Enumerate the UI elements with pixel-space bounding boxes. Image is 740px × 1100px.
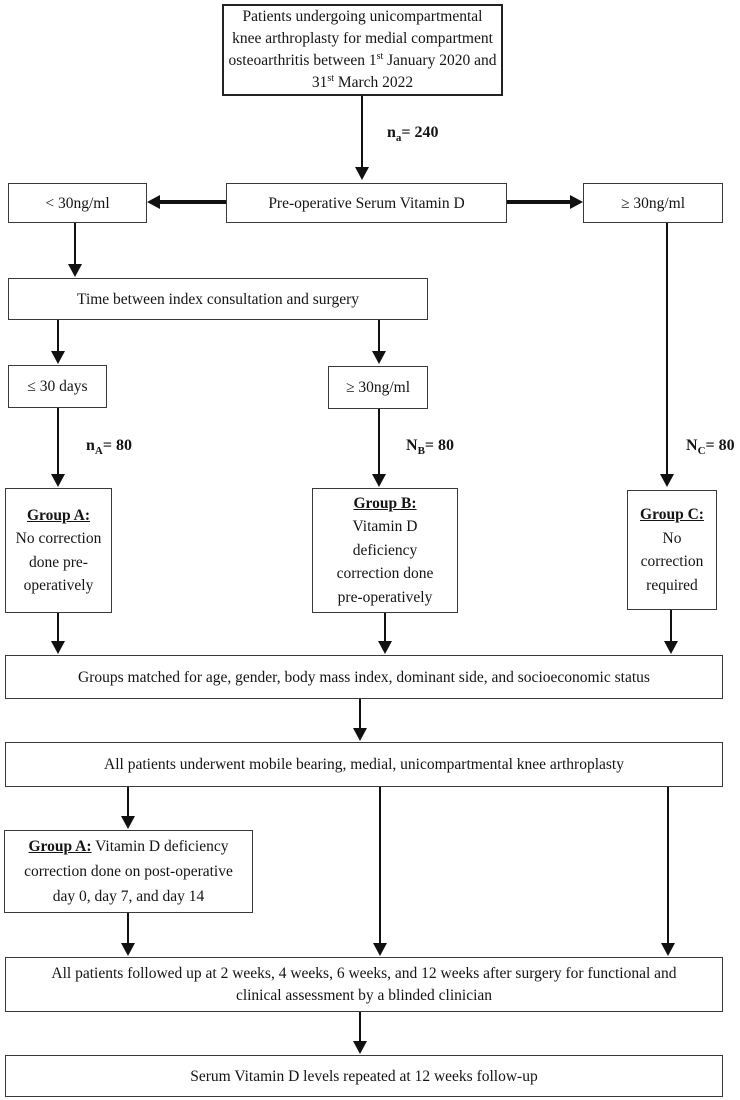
node-time-gap-label: Time between index consultation and surg… [77, 290, 359, 308]
eligibility-superscript: st [327, 72, 334, 84]
node-surgery: All patients underwent mobile bearing, m… [5, 742, 723, 787]
node-le-30-days-label: ≤ 30 days [27, 378, 88, 395]
node-surgery-label: All patients underwent mobile bearing, m… [104, 756, 624, 773]
node-postop-correction-text: Group A: Vitamin D deficiency correction… [13, 834, 244, 909]
arrow-followup-to-final-line [358, 1012, 362, 1043]
group-a-title: Group A: [26, 506, 91, 524]
arrow-ge30mid-to-group-b-line [377, 409, 381, 476]
node-final-test: Serum Vitamin D levels repeated at 12 we… [5, 1055, 723, 1097]
eligibility-text-part: Patients undergoing unicompartmental kne… [228, 8, 493, 69]
count-total-base: n [387, 124, 396, 141]
group-c-title: Group C: [640, 506, 704, 523]
arrow-timegap-to-ge30mid-head [372, 351, 386, 364]
arrow-highvitd-to-group-c-line [665, 223, 669, 476]
node-le-30-days: ≤ 30 days [8, 365, 107, 408]
count-group-a-value: = 80 [102, 437, 132, 454]
arrow-matched-to-surgery-line [358, 699, 362, 730]
node-matched-label: Groups matched for age, gender, body mas… [78, 668, 650, 686]
arrow-surgery-to-followup-mid-line [378, 787, 382, 945]
count-group-c: NC= 80 [686, 437, 735, 458]
arrow-postop-to-followup-head [121, 943, 135, 956]
arrow-eligibility-to-preop-head [355, 167, 369, 180]
eligibility-text-part: January 2020 and 31 [311, 52, 497, 91]
count-group-b: NB= 80 [406, 437, 455, 458]
count-group-b-sub: B [417, 445, 425, 458]
node-eligibility: Patients undergoing unicompartmental kne… [222, 4, 503, 96]
group-a-body: No correction done pre-operatively [15, 530, 102, 594]
arrow-group-c-to-matched-line [669, 610, 673, 643]
arrow-postop-to-followup-line [126, 913, 130, 945]
count-group-c-base: N [686, 437, 698, 454]
arrow-preop-to-highvitd-line [507, 200, 572, 204]
eligibility-text-part: March 2022 [333, 74, 414, 91]
count-group-c-value: = 80 [705, 437, 735, 454]
count-total-value: = 240 [401, 124, 439, 141]
arrow-le30days-to-group-a-line [56, 408, 60, 476]
arrow-timegap-to-ge30mid-line [377, 320, 381, 353]
count-total: na= 240 [387, 124, 439, 145]
node-time-gap: Time between index consultation and surg… [8, 278, 428, 320]
arrow-followup-to-final-head [353, 1041, 367, 1054]
arrow-lowvitd-to-timegap-head [68, 264, 82, 277]
arrow-matched-to-surgery-head [353, 728, 367, 741]
node-ge-30-mid-label: ≥ 30ng/ml [345, 379, 411, 396]
arrow-timegap-to-le30days-head [51, 351, 65, 364]
arrow-surgery-to-postop-head [121, 816, 135, 829]
arrow-preop-to-highvitd-head [570, 194, 583, 209]
count-group-b-base: N [406, 437, 418, 454]
node-final-test-label: Serum Vitamin D levels repeated at 12 we… [190, 1067, 538, 1085]
arrow-group-a-to-matched-head [51, 641, 65, 654]
node-group-a: Group A: No correction done pre-operativ… [5, 488, 112, 613]
arrow-lowvitd-to-timegap-line [73, 223, 77, 266]
node-postop-correction: Group A: Vitamin D deficiency correction… [4, 830, 253, 913]
node-high-vitd: ≥ 30ng/ml [583, 183, 723, 223]
group-b-body: Vitamin D deficiency correction done pre… [336, 518, 434, 606]
node-group-b: Group B: Vitamin D deficiency correction… [312, 488, 458, 613]
arrow-timegap-to-le30days-line [56, 320, 60, 353]
group-b-title: Group B: [353, 494, 417, 512]
arrow-ge30mid-to-group-b-head [372, 474, 386, 487]
count-total-sub: a [395, 132, 402, 145]
arrow-preop-to-lowvitd-line [158, 200, 226, 204]
node-preop-test: Pre-operative Serum Vitamin D [226, 183, 507, 223]
node-matched: Groups matched for age, gender, body mas… [5, 655, 723, 699]
eligibility-superscript: st [376, 50, 384, 62]
node-followup-label: All patients followed up at 2 weeks, 4 w… [51, 964, 677, 1004]
arrow-group-a-to-matched-line [56, 613, 60, 643]
count-group-a-sub: A [94, 445, 103, 458]
arrow-surgery-to-postop-line [126, 787, 130, 818]
node-low-vitd-label: < 30ng/ml [45, 194, 110, 212]
count-group-a: nA= 80 [86, 437, 132, 458]
arrow-le30days-to-group-a-head [51, 474, 65, 487]
node-eligibility-text: Patients undergoing unicompartmental kne… [228, 6, 497, 94]
group-c-body: No correction required [640, 529, 704, 594]
postop-title: Group A: [28, 838, 92, 855]
arrow-group-b-to-matched-line [383, 613, 387, 643]
arrow-group-c-to-matched-head [664, 641, 678, 654]
node-ge-30-mid: ≥ 30ng/ml [328, 366, 428, 409]
count-group-b-value: = 80 [424, 437, 455, 454]
count-group-a-base: n [86, 437, 95, 454]
arrow-surgery-to-followup-right-head [661, 943, 675, 956]
arrow-surgery-to-followup-right-line [666, 787, 670, 945]
postop-body: Vitamin D deficiency correction done on … [24, 838, 233, 905]
arrow-preop-to-lowvitd-head [147, 194, 160, 209]
arrow-highvitd-to-group-c-head [660, 474, 674, 487]
arrow-group-b-to-matched-head [378, 641, 392, 654]
arrow-surgery-to-followup-mid-head [373, 943, 387, 956]
node-followup: All patients followed up at 2 weeks, 4 w… [5, 957, 723, 1012]
node-preop-test-label: Pre-operative Serum Vitamin D [268, 194, 465, 212]
node-low-vitd: < 30ng/ml [8, 183, 147, 223]
arrow-eligibility-to-preop-line [360, 96, 364, 167]
count-group-c-sub: C [697, 445, 706, 458]
node-high-vitd-label: ≥ 30ng/ml [620, 194, 686, 212]
node-group-c: Group C: No correction required [627, 490, 717, 610]
